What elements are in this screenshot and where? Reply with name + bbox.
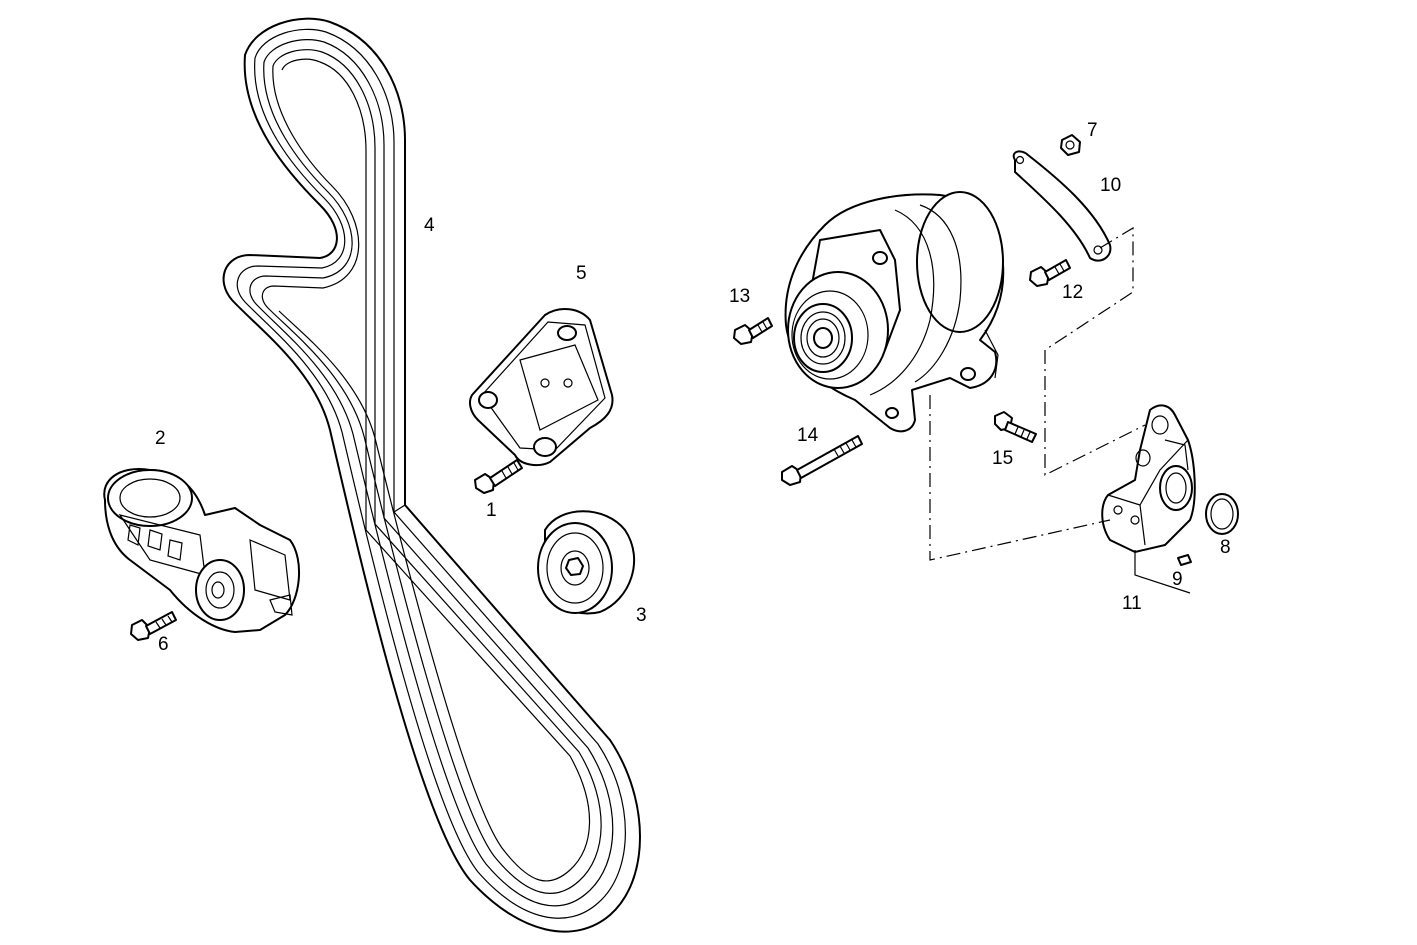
- callout-7: 7: [1087, 120, 1098, 141]
- callout-6: 6: [158, 634, 169, 655]
- callout-3: 3: [636, 605, 647, 626]
- callout-10: 10: [1100, 175, 1121, 196]
- callouts: 1 2 3 4 5 6 7 8 9 10 11 12 13 14 15: [155, 120, 1231, 655]
- bolt-part-14: [781, 435, 863, 486]
- callout-4: 4: [424, 215, 435, 236]
- dowel-part-9: [1177, 554, 1192, 566]
- callout-1: 1: [486, 500, 497, 521]
- callout-9: 9: [1172, 569, 1183, 590]
- callout-13: 13: [729, 286, 750, 307]
- callout-15: 15: [992, 448, 1013, 469]
- callout-11: 11: [1122, 593, 1142, 614]
- assembly-lines: [929, 226, 1191, 594]
- adjusting-strap-part-10: [1012, 150, 1112, 262]
- bolt-part-12: [1029, 259, 1071, 287]
- callout-14: 14: [797, 425, 819, 446]
- bolt-part-6: [130, 611, 177, 641]
- callout-5: 5: [576, 263, 587, 284]
- drive-belt-part-4: [222, 17, 641, 933]
- bolt-part-1: [474, 459, 523, 494]
- callout-8: 8: [1220, 537, 1231, 558]
- belt-tensioner-part-2: [103, 468, 301, 633]
- alternator-assembly: [784, 191, 1005, 433]
- nut-part-7: [1060, 134, 1081, 156]
- support-bracket-part-11: [1101, 404, 1196, 553]
- o-ring-part-8: [1205, 493, 1239, 535]
- bolt-part-13: [733, 317, 773, 345]
- mounting-plate-part-5: [469, 308, 614, 467]
- bolt-part-15: [994, 411, 1037, 443]
- callout-12: 12: [1062, 282, 1083, 303]
- idler-pulley-part-3: [537, 510, 635, 615]
- callout-2: 2: [155, 428, 166, 449]
